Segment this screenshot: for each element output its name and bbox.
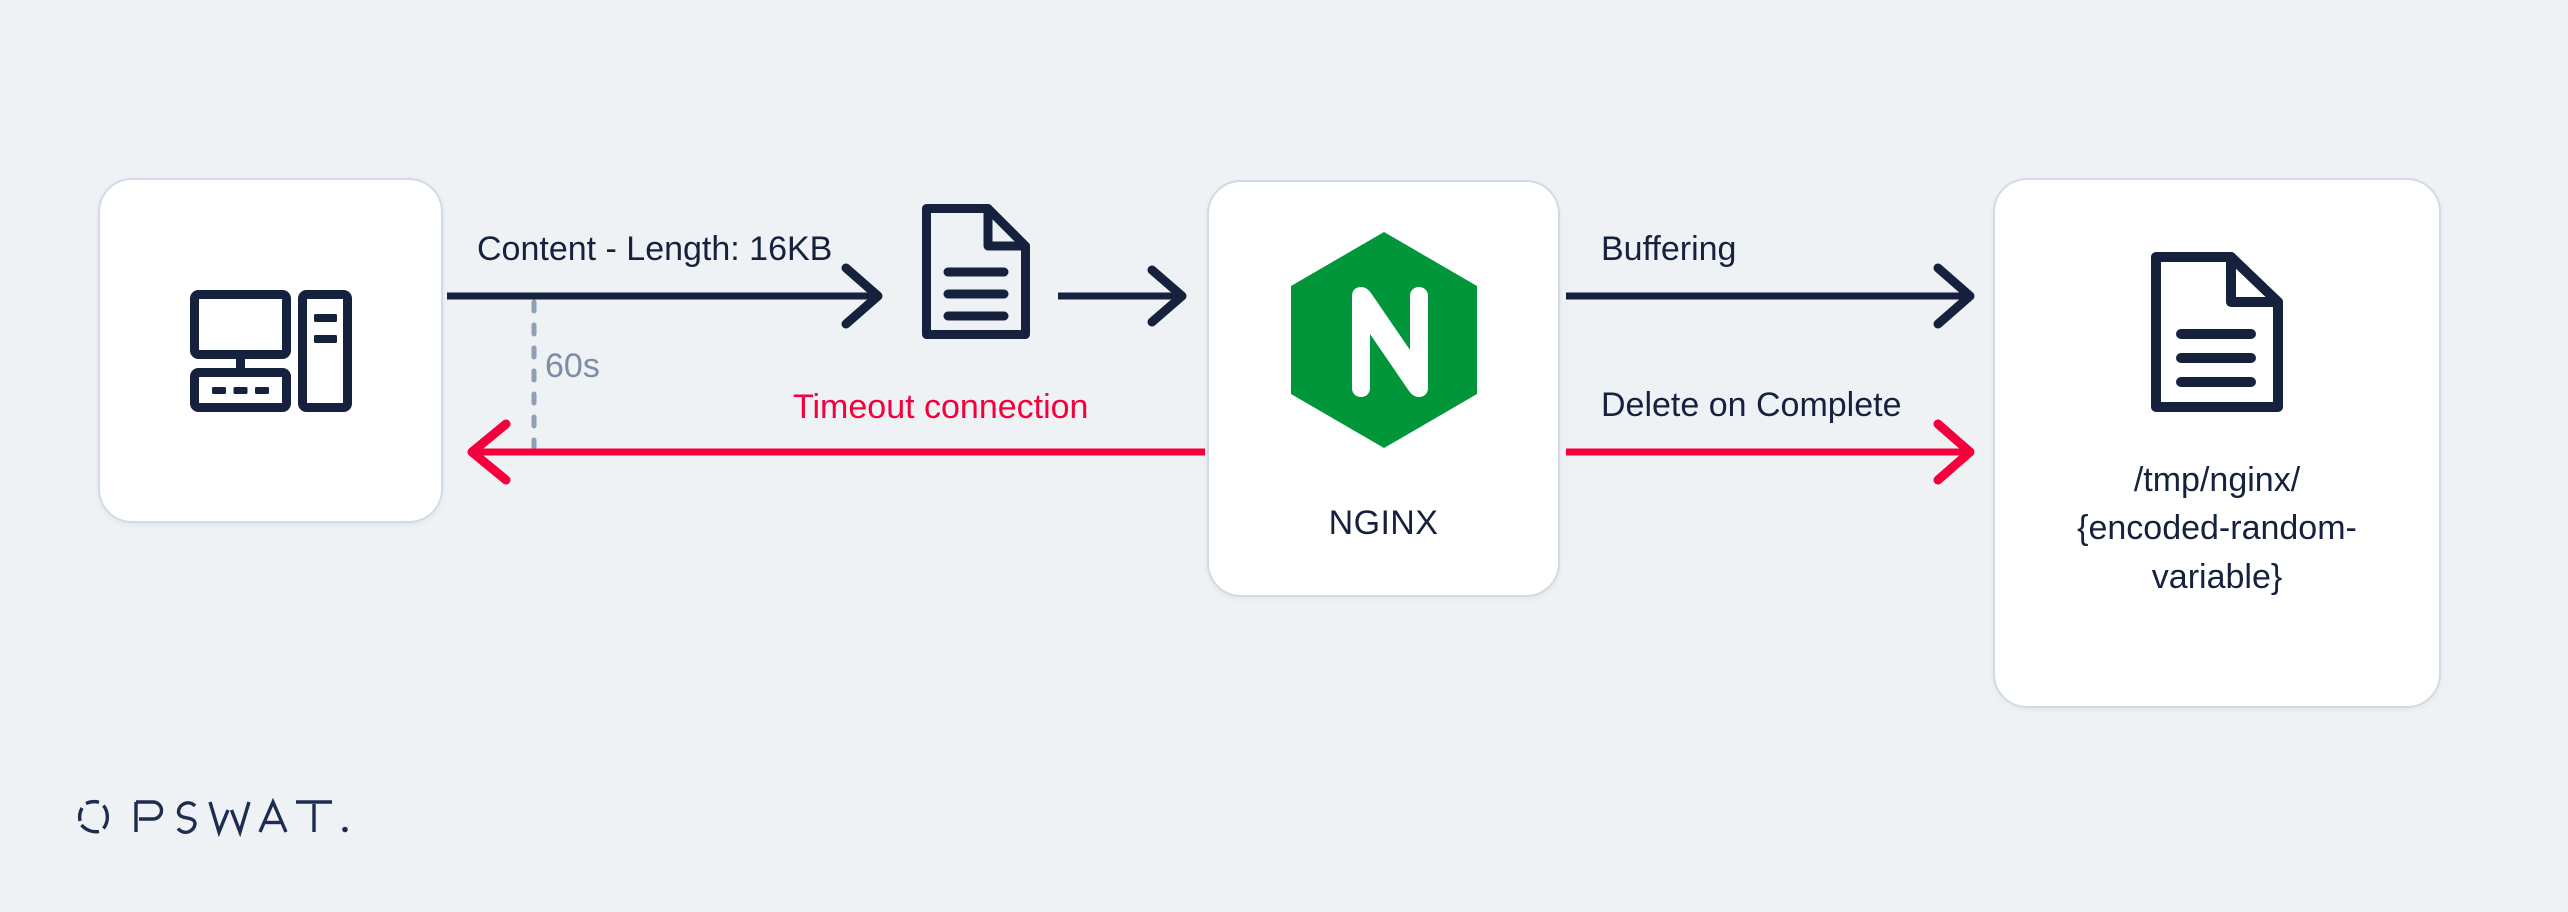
- stored-file-document-icon: [2151, 252, 2283, 412]
- arrow-delete-on-complete: [1566, 419, 1975, 485]
- edge-label-timer-60s: 60s: [545, 347, 600, 385]
- opswat-logo: [74, 793, 384, 841]
- storage-path-text: /tmp/nginx/ {encoded-random- variable}: [2077, 461, 2357, 596]
- nginx-node-label: NGINX: [1328, 504, 1439, 542]
- arrow-payload-to-nginx: [1058, 265, 1187, 327]
- client-node-card: [98, 178, 443, 523]
- arrow-content-length: [447, 263, 883, 329]
- computer-icon: [189, 289, 352, 412]
- nginx-node-card: NGINX: [1207, 180, 1560, 597]
- arrow-buffering: [1566, 263, 1975, 329]
- arrow-timeout-connection: [467, 419, 1205, 485]
- request-payload-document-icon: [922, 204, 1030, 339]
- edge-label-buffering: Buffering: [1601, 230, 1737, 268]
- nginx-hexagon-logo-icon: [1286, 230, 1482, 450]
- storage-node-card: /tmp/nginx/ {encoded-random- variable}: [1993, 178, 2441, 708]
- edge-label-timeout-connection: Timeout connection: [793, 388, 1089, 426]
- edge-label-delete-on-complete: Delete on Complete: [1601, 386, 1902, 424]
- edge-label-content-length: Content - Length: 16KB: [477, 230, 833, 268]
